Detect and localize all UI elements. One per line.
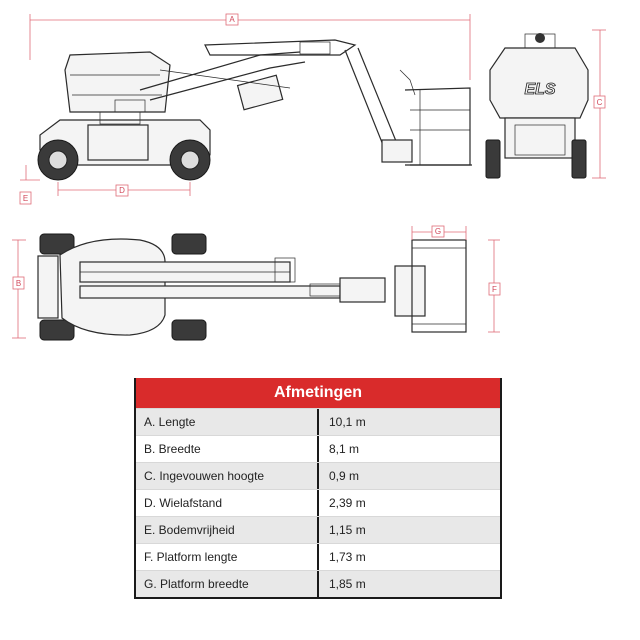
dimension-label-e: E [23, 194, 28, 203]
els-logo: ELS [524, 81, 555, 98]
table-row: C. Ingevouwen hoogte 0,9 m [136, 462, 500, 489]
table-row: G. Platform breedte 1,85 m [136, 570, 500, 597]
table-title: Afmetingen [136, 378, 500, 408]
row-label: G. Platform breedte [136, 571, 319, 597]
table-row: B. Breedte 8,1 m [136, 435, 500, 462]
row-value: 2,39 m [329, 496, 366, 510]
row-label: B. Breedte [136, 436, 319, 462]
dimension-label-a: A [229, 15, 235, 24]
row-label: A. Lengte [136, 409, 319, 435]
side-view: A D [19, 13, 472, 205]
row-label: F. Platform lengte [136, 544, 319, 570]
row-value: 0,9 m [329, 469, 360, 483]
row-label: E. Bodemvrijheid [136, 517, 319, 543]
top-view: B G F [12, 225, 501, 341]
dimension-label-d: D [119, 186, 125, 195]
dimensions-table: Afmetingen A. Lengte 10,1 m B. Breedte 8… [134, 378, 502, 599]
table-row: A. Lengte 10,1 m [136, 408, 500, 435]
row-value: 10,1 m [329, 415, 366, 429]
dimension-label-c: C [597, 98, 603, 107]
table-body: A. Lengte 10,1 m B. Breedte 8,1 m C. Ing… [136, 408, 500, 597]
table-row: D. Wielafstand 2,39 m [136, 489, 500, 516]
row-value: 1,73 m [329, 550, 366, 564]
row-value: 1,85 m [329, 577, 366, 591]
table-row: E. Bodemvrijheid 1,15 m [136, 516, 500, 543]
front-view: ELS C [485, 29, 606, 179]
table-row: F. Platform lengte 1,73 m [136, 543, 500, 570]
row-value: 1,15 m [329, 523, 366, 537]
row-label: C. Ingevouwen hoogte [136, 463, 319, 489]
row-value: 8,1 m [329, 442, 360, 456]
dimension-label-f: F [492, 285, 497, 294]
dimension-label-g: G [435, 227, 441, 236]
dimension-label-b: B [16, 279, 21, 288]
technical-drawing: A D [12, 13, 606, 341]
row-label: D. Wielafstand [136, 490, 319, 516]
